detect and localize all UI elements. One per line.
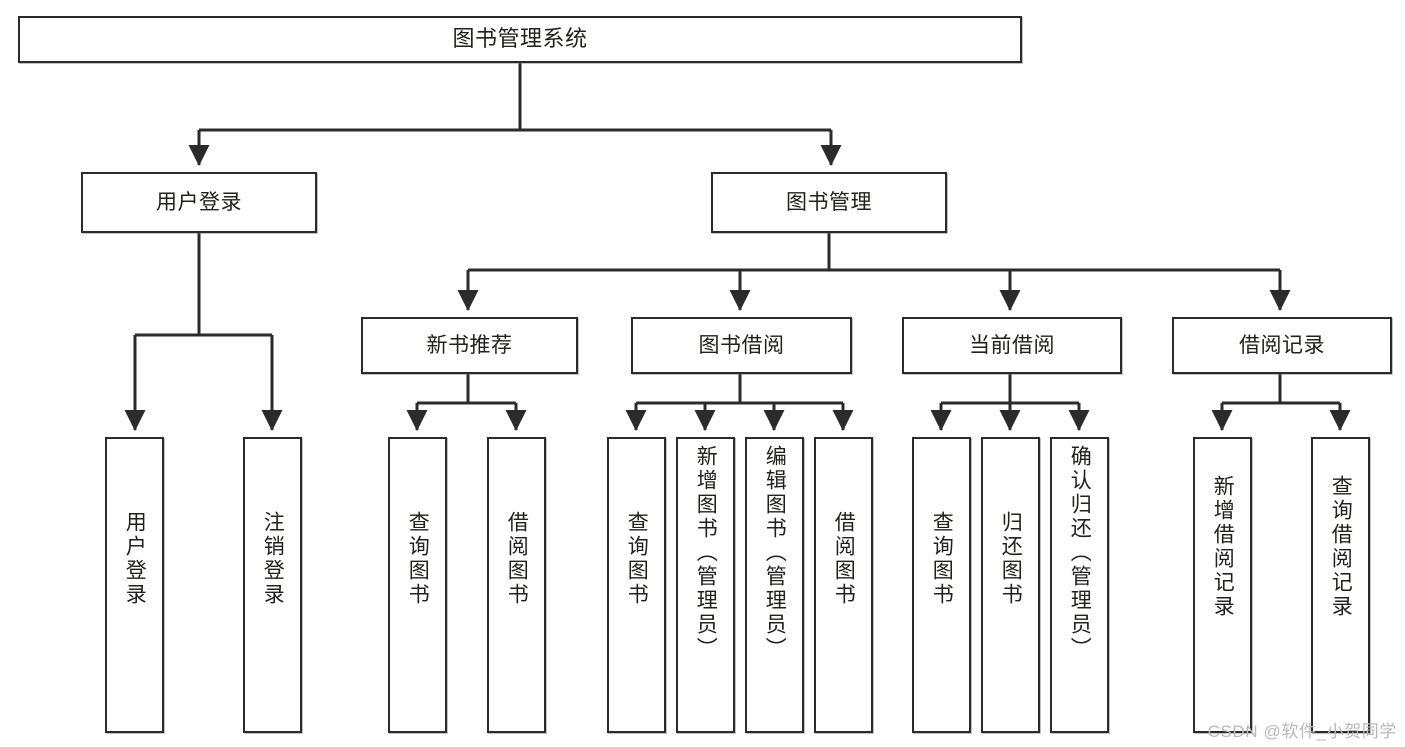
node-leaf-borrow-book-2[interactable]: 借阅图书 bbox=[814, 437, 873, 733]
node-book-manage[interactable]: 图书管理 bbox=[711, 172, 947, 233]
node-leaf-borrow-book-1[interactable]: 借阅图书 bbox=[487, 437, 546, 733]
node-leaf-add-record-label: 新增借阅记录 bbox=[1211, 475, 1235, 619]
node-leaf-query-record-label: 查询借阅记录 bbox=[1329, 475, 1353, 619]
node-user-login[interactable]: 用户登录 bbox=[81, 172, 317, 233]
node-leaf-query-book-1-label: 查询图书 bbox=[406, 511, 430, 607]
node-root-label: 图书管理系统 bbox=[452, 26, 588, 52]
node-root[interactable]: 图书管理系统 bbox=[18, 16, 1022, 63]
node-leaf-query-book-3-label: 查询图书 bbox=[930, 511, 954, 607]
node-user-login-label: 用户登录 bbox=[156, 190, 242, 214]
node-leaf-user-login[interactable]: 用户登录 bbox=[105, 437, 164, 733]
node-leaf-edit-book-label: 编辑图书（管理员） bbox=[763, 445, 787, 661]
node-leaf-logout-login[interactable]: 注销登录 bbox=[243, 437, 302, 733]
node-new-book-recommend-label: 新书推荐 bbox=[426, 333, 513, 357]
node-leaf-return-book[interactable]: 归还图书 bbox=[981, 437, 1040, 733]
node-leaf-query-book-2[interactable]: 查询图书 bbox=[607, 437, 666, 733]
node-leaf-query-book-3[interactable]: 查询图书 bbox=[912, 437, 971, 733]
node-leaf-borrow-book-1-label: 借阅图书 bbox=[505, 511, 529, 607]
node-book-borrow-label: 图书借阅 bbox=[698, 333, 785, 357]
node-leaf-confirm-return[interactable]: 确认归还（管理员） bbox=[1050, 437, 1109, 733]
node-borrow-record[interactable]: 借阅记录 bbox=[1172, 317, 1392, 374]
node-current-borrow-label: 当前借阅 bbox=[969, 333, 1055, 357]
node-leaf-query-book-2-label: 查询图书 bbox=[625, 511, 649, 607]
node-leaf-user-login-label: 用户登录 bbox=[123, 511, 147, 607]
node-leaf-return-book-label: 归还图书 bbox=[999, 511, 1023, 607]
node-new-book-recommend[interactable]: 新书推荐 bbox=[361, 317, 578, 374]
node-leaf-borrow-book-2-label: 借阅图书 bbox=[832, 511, 856, 607]
node-borrow-record-label: 借阅记录 bbox=[1239, 333, 1325, 357]
node-leaf-query-record[interactable]: 查询借阅记录 bbox=[1311, 437, 1370, 733]
node-leaf-confirm-return-label: 确认归还（管理员） bbox=[1068, 445, 1092, 661]
node-book-manage-label: 图书管理 bbox=[786, 190, 872, 214]
node-leaf-edit-book[interactable]: 编辑图书（管理员） bbox=[745, 437, 804, 733]
csdn-watermark: CSDN @软件_小贺同学 bbox=[1207, 722, 1397, 741]
node-current-borrow[interactable]: 当前借阅 bbox=[902, 317, 1122, 374]
node-leaf-add-book[interactable]: 新增图书（管理员） bbox=[676, 437, 735, 733]
node-leaf-add-book-label: 新增图书（管理员） bbox=[694, 445, 718, 661]
node-leaf-query-book-1[interactable]: 查询图书 bbox=[388, 437, 447, 733]
node-leaf-logout-login-label: 注销登录 bbox=[261, 511, 285, 607]
node-leaf-add-record[interactable]: 新增借阅记录 bbox=[1193, 437, 1252, 733]
node-book-borrow[interactable]: 图书借阅 bbox=[631, 317, 852, 374]
